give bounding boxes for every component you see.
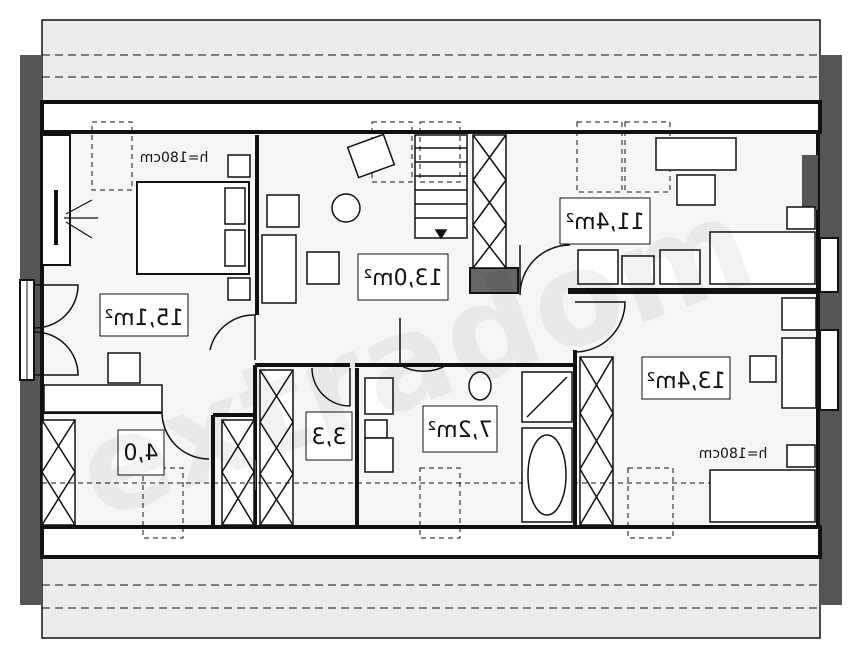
staircase (414, 134, 468, 240)
area-label-room-bottom-right: 13,4m² (646, 369, 725, 394)
wardrobes (41, 134, 614, 526)
roof-bottom (41, 555, 821, 639)
room-labels: 15,1m² 13,0m² 11,4m² 13,4m² 7,2m² 4,0 3,… (104, 150, 767, 466)
window-right-bottom (819, 329, 839, 411)
area-label-room-top-right: 11,4m² (565, 210, 644, 235)
height-label-left: h=180cm (140, 150, 209, 166)
chimney (469, 267, 519, 294)
area-label-hall: 13,0m² (363, 266, 442, 291)
area-label-bathroom: 7,2m² (427, 418, 492, 443)
area-label-bedroom-left: 15,1m² (104, 306, 183, 331)
beam-top (40, 100, 822, 134)
doors (34, 244, 626, 460)
window-left-bottom (19, 279, 35, 381)
height-label-right: h=180cm (699, 446, 768, 462)
roof-top (41, 19, 821, 103)
window-left-top (41, 134, 71, 266)
beam-bottom (40, 525, 822, 559)
window-right-top (819, 237, 839, 293)
label-boxes (99, 197, 731, 476)
area-label-small-room-b: 3,3 (312, 425, 347, 450)
gable-notch (802, 155, 818, 210)
skylights (42, 121, 818, 539)
furniture (43, 133, 817, 523)
light-fixture (64, 199, 98, 239)
area-label-small-room-a: 4,0 (124, 441, 159, 466)
